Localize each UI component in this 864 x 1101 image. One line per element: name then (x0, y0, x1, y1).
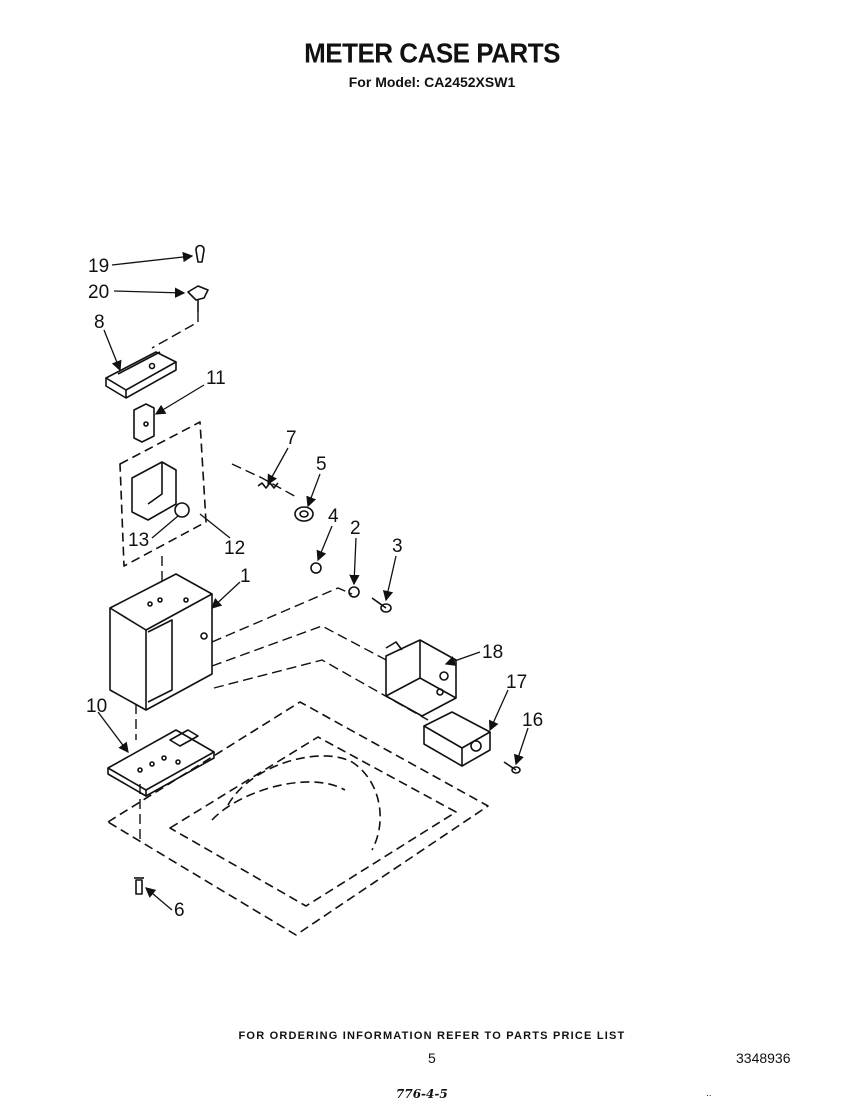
handwritten-note: 776-4-5 (396, 1087, 448, 1101)
part-7-spring (257, 482, 279, 489)
part-8-bracket (105, 351, 177, 399)
part-6-screw (134, 877, 144, 895)
part-16-screw (503, 761, 521, 774)
part-10-base-plate (107, 729, 215, 797)
console-top-outline (107, 701, 489, 936)
callout-7: 7 (286, 428, 297, 449)
callout-11: 11 (206, 368, 226, 389)
part-20-clip (187, 285, 209, 312)
part-5-knob (294, 506, 314, 522)
part-3-screw (371, 597, 392, 613)
ordering-note: FOR ORDERING INFORMATION REFER TO PARTS … (238, 1030, 626, 1042)
part-18-switch (385, 639, 457, 717)
part-17-bracket (423, 711, 491, 767)
leader-lines (97, 251, 529, 911)
callout-17: 17 (506, 672, 527, 693)
callout-18: 18 (482, 642, 503, 663)
callout-16: 16 (522, 710, 543, 731)
callout-4: 4 (328, 506, 339, 527)
part-1-meter-case (109, 573, 213, 711)
part-11-small-bracket (133, 403, 155, 443)
timer-assembly-box (119, 421, 207, 567)
page-title: METER CASE PARTS (304, 37, 560, 69)
callout-6: 6 (174, 900, 185, 921)
part-4-nut (310, 562, 322, 574)
callout-19: 19 (88, 256, 109, 277)
callout-5: 5 (316, 454, 327, 475)
part-13-timer (131, 461, 190, 521)
callout-2: 2 (350, 518, 361, 539)
page-number: 5 (428, 1050, 436, 1066)
corner-mark: .. (706, 1088, 712, 1099)
callout-13: 13 (128, 530, 149, 551)
part-19-pin (195, 244, 205, 263)
callout-10: 10 (86, 696, 107, 717)
part-2-washer (348, 586, 360, 598)
callout-1: 1 (240, 566, 251, 587)
document-number: 3348936 (736, 1050, 791, 1066)
model-subtitle: For Model: CA2452XSW1 (348, 74, 516, 90)
callout-8: 8 (94, 312, 105, 333)
callout-20: 20 (88, 282, 109, 303)
callout-3: 3 (392, 536, 403, 557)
callout-12: 12 (224, 538, 245, 559)
